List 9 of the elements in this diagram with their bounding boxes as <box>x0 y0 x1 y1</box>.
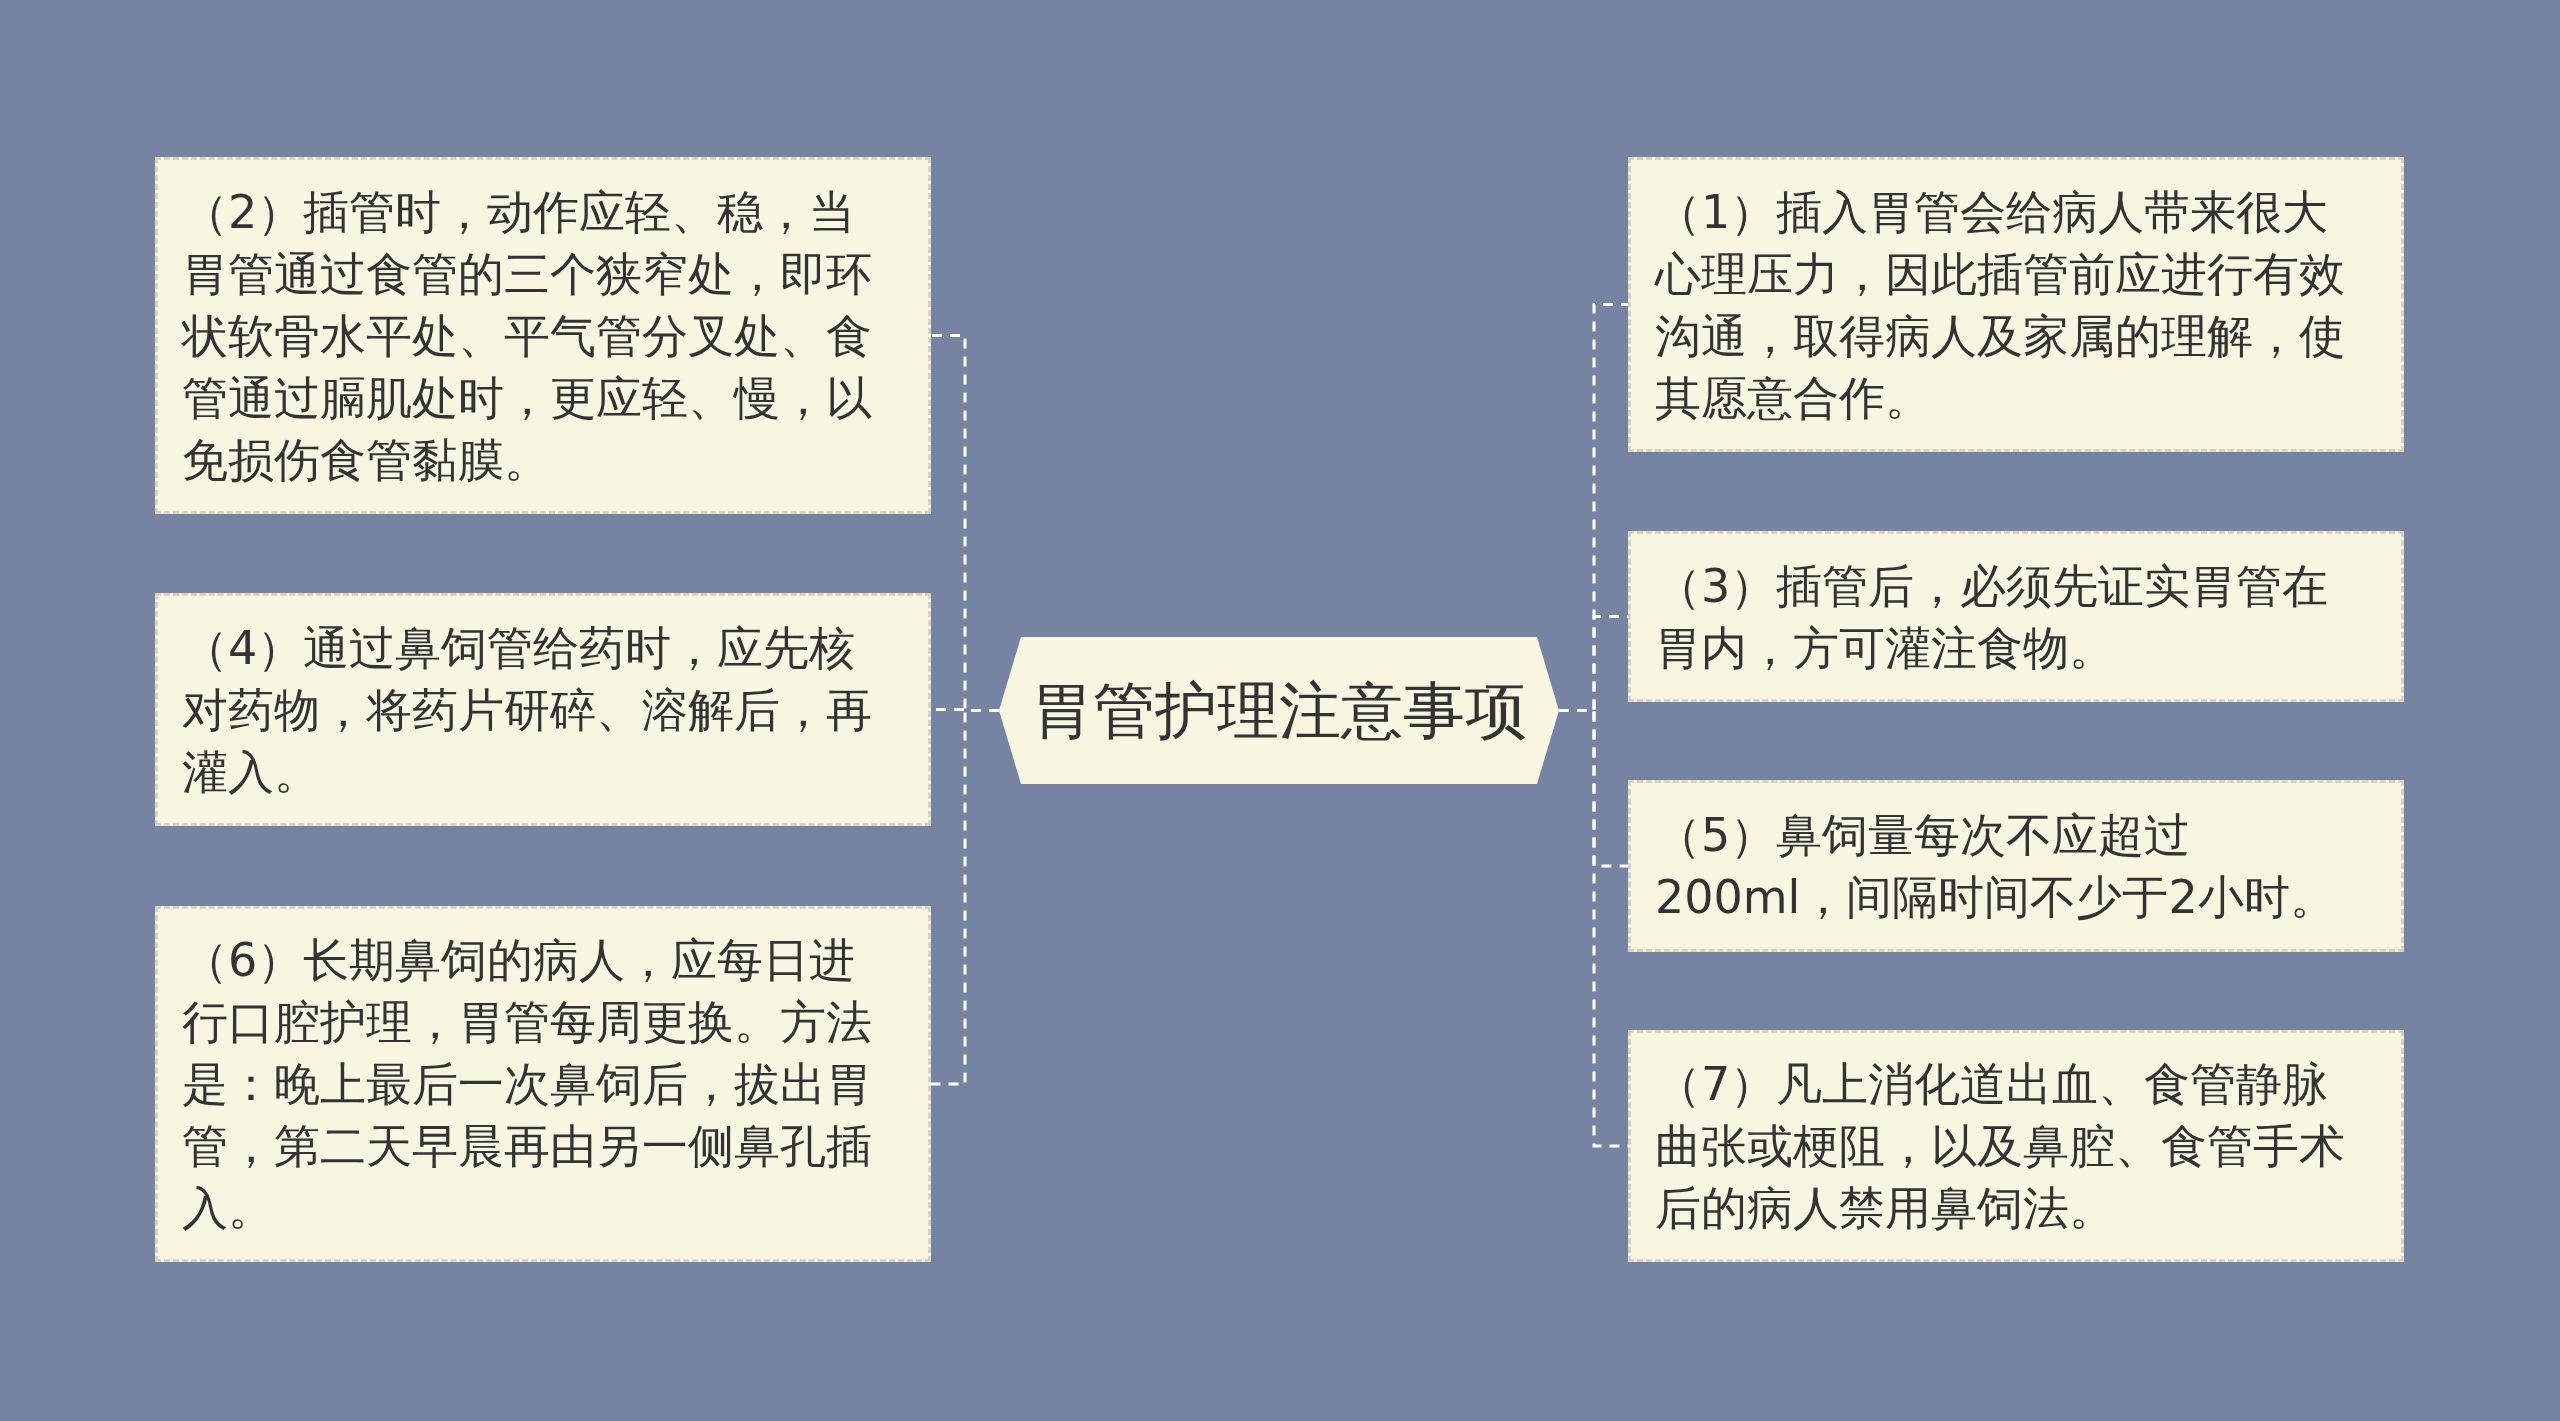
note-box: （6）长期鼻饲的病人，应每日进行口腔护理，胃管每周更换。方法是：晚上最后一次鼻饲后，拔出胃管，第二天早晨再由另一侧鼻孔插入。 <box>155 906 931 1262</box>
note-box: （5）鼻饲量每次不应超过200ml，间隔时间不少于2小时。 <box>1628 780 2404 952</box>
note-box: （4）通过鼻饲管给药时，应先核对药物，将药片研碎、溶解后，再灌入。 <box>155 593 931 826</box>
note-box: （2）插管时，动作应轻、稳，当胃管通过食管的三个狭窄处，即环状软骨水平处、平气管分叉处、食管通过膈肌处时，更应轻、慢，以免损伤食管黏膜。 <box>155 157 931 514</box>
connector <box>931 709 999 1086</box>
topic-hexagon: 胃管护理注意事项 <box>999 637 1559 784</box>
note-box: （3）插管后，必须先证实胃管在胃内，方可灌注食物。 <box>1628 531 2404 702</box>
note-box: （7）凡上消化道出血、食管静脉曲张或梗阻，以及鼻腔、食管手术后的病人禁用鼻饲法。 <box>1628 1030 2404 1262</box>
note-box: （1）插入胃管会给病人带来很大心理压力，因此插管前应进行有效沟通，取得病人及家属的理解，使其愿意合作。 <box>1628 157 2404 452</box>
